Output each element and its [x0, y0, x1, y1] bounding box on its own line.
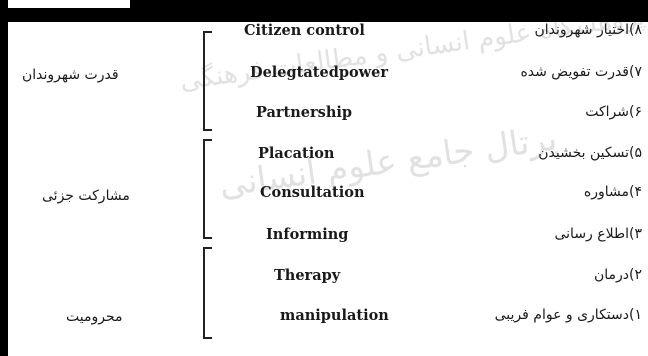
group-label-citizen-power: قدرت شهروندان [22, 67, 119, 83]
rung-en-placation: Placation [258, 145, 335, 162]
rung-fa-therapy: ۲)درمان [593, 267, 642, 283]
rung-en-citizen-control: Citizen control [244, 22, 365, 39]
rung-en-partnership: Partnership [256, 104, 353, 121]
top-border [0, 0, 648, 22]
bracket-nonparticipation [203, 247, 212, 339]
rung-en-informing: Informing [266, 226, 349, 243]
top-border-gap [0, 0, 130, 8]
rung-fa-delegated-power: ۷)قدرت تفویض شده [520, 64, 642, 80]
bracket-citizen-power [203, 31, 212, 131]
rung-en-manipulation: manipulation [280, 307, 389, 324]
rung-fa-citizen-control: ۸)اختیار شهروندان [534, 22, 642, 38]
ladder-diagram: پژوهشگاه علوم انسانی و مطالعات فرهنگی پر… [8, 22, 648, 356]
rung-fa-consultation: ۴)مشاوره [583, 184, 642, 200]
rung-fa-placation: ۵)تسکین بخشیدن [538, 145, 642, 161]
bracket-tokenism [203, 139, 212, 239]
rung-en-consultation: Consultation [260, 184, 365, 201]
rung-en-therapy: Therapy [274, 267, 341, 284]
group-label-nonparticipation: محرومیت [66, 309, 123, 325]
rung-fa-manipulation: ۱)دستکاری و عوام فریبی [494, 307, 642, 323]
group-label-tokenism: مشارکت جزئی [42, 188, 130, 204]
left-border [0, 0, 8, 356]
group-brackets [203, 31, 212, 339]
rung-en-delegated-power: Delegtatedpower [250, 64, 388, 81]
rung-fa-partnership: ۶)شراکت [585, 104, 642, 120]
rung-fa-informing: ۳)اطلاع رسانی [554, 226, 642, 242]
